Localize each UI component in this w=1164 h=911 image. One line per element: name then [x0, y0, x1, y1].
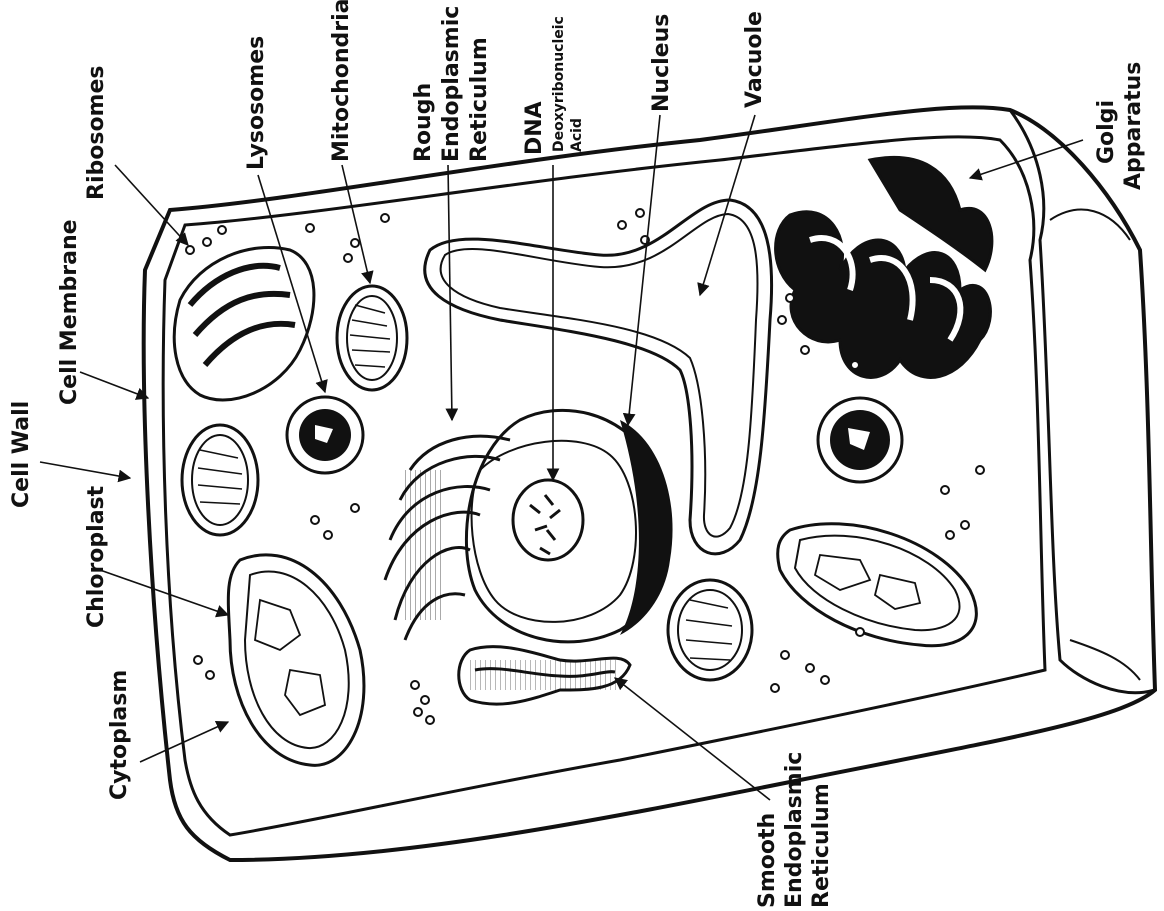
- label-dna-sub-1: Deoxyribonucleic: [552, 16, 567, 152]
- smooth-er: [459, 647, 630, 705]
- label-cell-wall: Cell Wall: [10, 401, 34, 508]
- label-cell-membrane: Cell Membrane: [58, 219, 82, 405]
- label-ribosomes: Ribosomes: [85, 66, 109, 201]
- chloroplast-left: [228, 555, 364, 765]
- label-smooth-er-1: Smooth: [756, 813, 780, 908]
- label-cytoplasm: Cytoplasm: [108, 670, 132, 800]
- label-chloroplast: Chloroplast: [85, 486, 109, 628]
- label-rough-er-3: Reticulum: [468, 37, 492, 162]
- label-vacuole: Vacuole: [743, 11, 767, 108]
- mitochondrion-bottom: [668, 580, 752, 680]
- golgi-left-stack: [174, 247, 314, 400]
- label-dna: DNA: [523, 101, 547, 155]
- label-mitochondria: Mitochondria: [330, 0, 354, 162]
- label-rough-er-1: Rough: [412, 83, 436, 162]
- mitochondrion-top: [337, 286, 407, 390]
- label-nucleus: Nucleus: [650, 14, 674, 112]
- nucleus: [466, 410, 672, 642]
- label-dna-sub-2: Acid: [570, 118, 585, 152]
- label-smooth-er-3: Reticulum: [810, 783, 834, 908]
- dna-mass: [513, 480, 583, 560]
- label-lysosomes: Lysosomes: [245, 36, 269, 170]
- golgi-apparatus: [776, 157, 992, 377]
- chloroplast-right: [778, 524, 977, 646]
- lysosome-left: [287, 397, 363, 473]
- label-rough-er-2: Endoplasmic: [440, 6, 464, 162]
- lysosome-right: [818, 398, 902, 482]
- label-smooth-er-2: Endoplasmic: [783, 752, 807, 908]
- label-golgi-1: Golgi: [1095, 100, 1119, 164]
- label-golgi-2: Apparatus: [1122, 62, 1146, 190]
- mitochondrion-left: [182, 425, 258, 535]
